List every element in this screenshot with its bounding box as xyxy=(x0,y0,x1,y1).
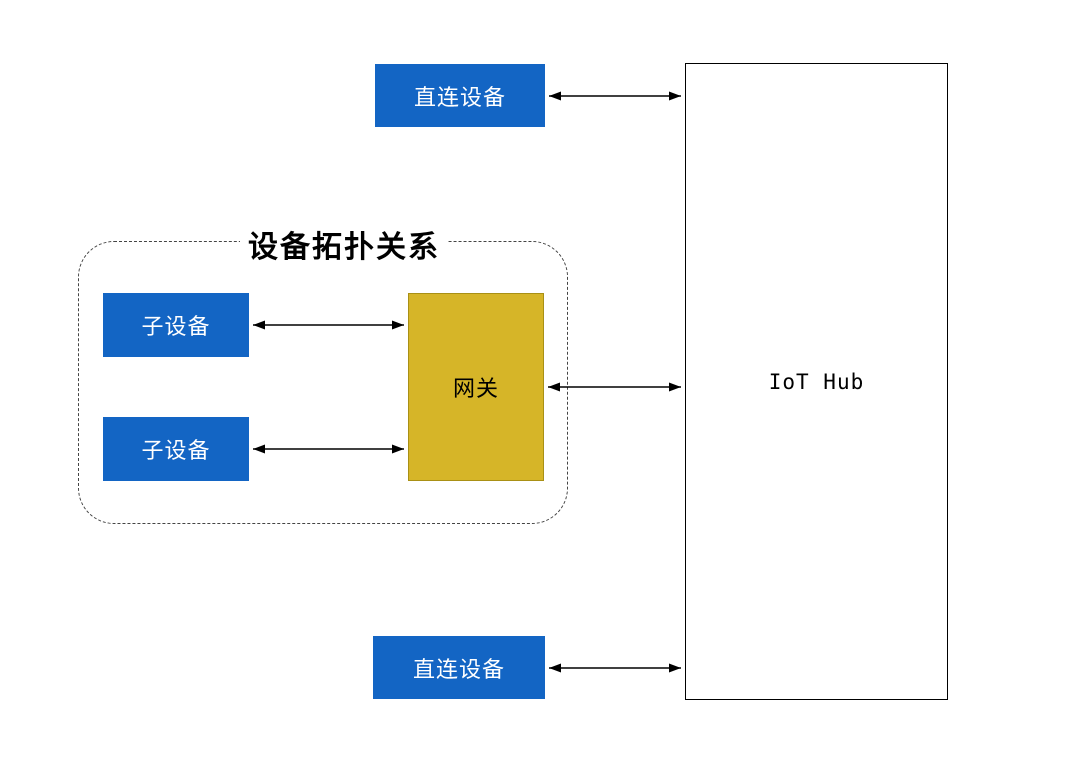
sub-device-2-node: 子设备 xyxy=(103,417,249,481)
gateway-node: 网关 xyxy=(408,293,544,481)
direct-device-top-label: 直连设备 xyxy=(413,84,506,110)
iot-hub-node: IoT Hub xyxy=(685,63,948,700)
direct-device-top-node: 直连设备 xyxy=(375,64,545,127)
gateway-label: 网关 xyxy=(452,376,499,401)
sub-device-2-label: 子设备 xyxy=(141,438,211,463)
sub-device-1-node: 子设备 xyxy=(103,293,249,357)
direct-device-bottom-node: 直连设备 xyxy=(373,636,545,699)
sub-device-1-label: 子设备 xyxy=(141,314,211,339)
topology-group-title: 设备拓扑关系 xyxy=(240,222,448,266)
iot-hub-label: IoT Hub xyxy=(768,369,865,394)
direct-device-bottom-label: 直连设备 xyxy=(412,656,505,682)
